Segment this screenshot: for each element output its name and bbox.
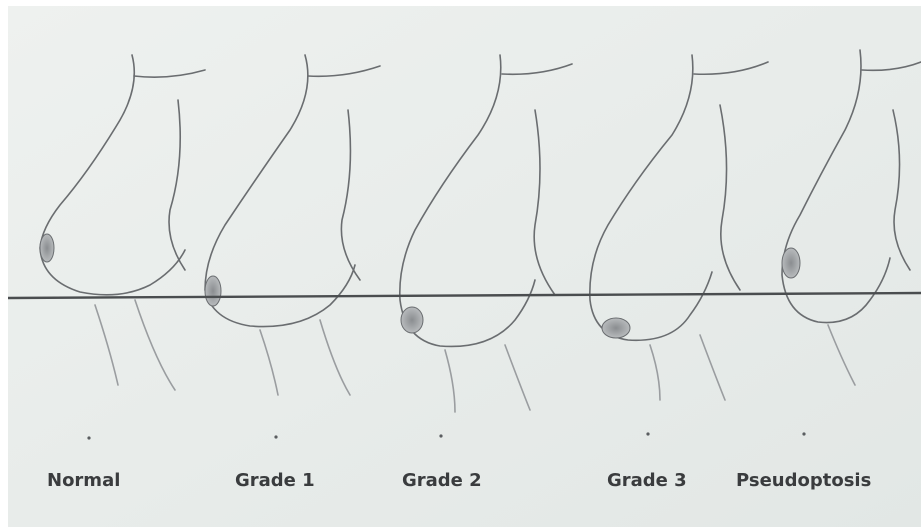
marker-dot-pseudoptosis bbox=[802, 432, 805, 435]
label-pseudoptosis: Pseudoptosis bbox=[736, 470, 871, 491]
nipple-grade-3 bbox=[602, 318, 630, 338]
nipple-pseudoptosis bbox=[782, 248, 800, 278]
marker-dot-grade-3 bbox=[646, 432, 649, 435]
label-grade-2: Grade 2 bbox=[402, 470, 482, 491]
marker-dot-normal bbox=[87, 436, 90, 439]
marker-dot-grade-1 bbox=[274, 435, 277, 438]
nipple-grade-2 bbox=[401, 307, 423, 333]
nipple-normal bbox=[40, 234, 54, 262]
nipple-grade-1 bbox=[205, 276, 221, 306]
label-grade-1: Grade 1 bbox=[235, 470, 315, 491]
label-grade-3: Grade 3 bbox=[607, 470, 687, 491]
label-normal: Normal bbox=[47, 470, 120, 491]
marker-dot-grade-2 bbox=[439, 434, 442, 437]
